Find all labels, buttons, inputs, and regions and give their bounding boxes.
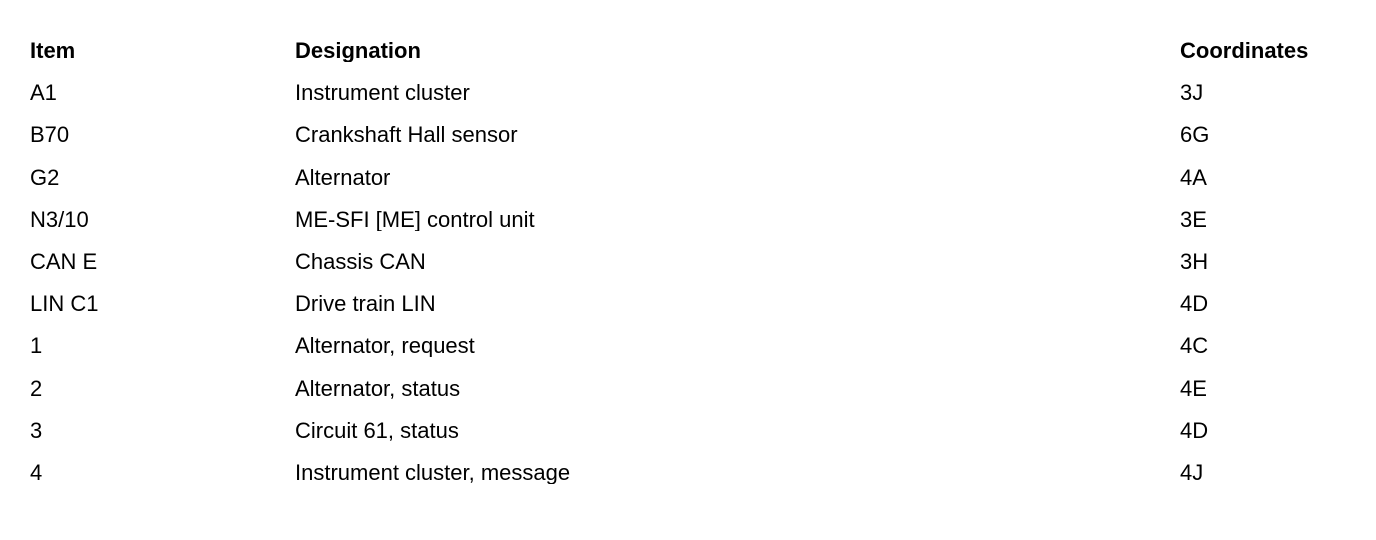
designation-text: Alternator, request [295, 335, 475, 358]
designation-text: Instrument cluster, message [295, 461, 571, 484]
designation-text: Chassis CAN [295, 251, 426, 274]
table-row: B70 Crankshaft Hall sensor 6G [30, 114, 1376, 156]
table-body: A1 Instrument cluster 3J B70 Crankshaft … [30, 72, 1376, 494]
item-link[interactable]: 2 [30, 377, 43, 400]
item-cell: CAN E [30, 251, 295, 273]
column-header-coordinates: Coordinates [1180, 40, 1309, 63]
item-cell: A1 [30, 82, 295, 104]
item-cell: LIN C1 [30, 293, 295, 315]
designation-text: Drive train LIN [295, 293, 436, 316]
item-cell: G2 [30, 167, 295, 189]
item-cell: 3 [30, 420, 295, 442]
coordinates-text: 4C [1180, 335, 1209, 358]
item-link[interactable]: 3 [30, 419, 43, 442]
item-link[interactable]: CAN E [30, 251, 98, 274]
table-row: 1 Alternator, request 4C [30, 325, 1376, 367]
designation-text: Alternator, status [295, 377, 461, 400]
item-link[interactable]: 4 [30, 461, 43, 484]
coordinates-text: 4D [1180, 419, 1209, 442]
coordinates-text: 3E [1180, 208, 1207, 231]
item-link[interactable]: N3/10 [30, 208, 89, 231]
item-cell: 4 [30, 462, 295, 484]
table-header-row: Item Designation Coordinates [30, 30, 1376, 72]
table-row: LIN C1 Drive train LIN 4D [30, 283, 1376, 325]
item-link[interactable]: A1 [30, 82, 57, 105]
coordinates-text: 6G [1180, 124, 1210, 147]
coordinates-text: 4E [1180, 377, 1207, 400]
table-row: 2 Alternator, status 4E [30, 368, 1376, 410]
coordinates-text: 4A [1180, 166, 1207, 189]
designation-text: Alternator [295, 166, 391, 189]
designation-text: Circuit 61, status [295, 419, 459, 442]
item-link[interactable]: 1 [30, 335, 43, 358]
item-link[interactable]: B70 [30, 124, 70, 147]
designation-text: Instrument cluster [295, 82, 470, 105]
item-cell: 2 [30, 378, 295, 400]
column-header-item: Item [30, 40, 76, 63]
table-row: N3/10 ME-SFI [ME] control unit 3E [30, 199, 1376, 241]
designation-text: ME-SFI [ME] control unit [295, 208, 535, 231]
component-legend-table: Item Designation Coordinates A1 Instrume… [30, 30, 1376, 494]
designation-text: Crankshaft Hall sensor [295, 124, 518, 147]
item-cell: 1 [30, 335, 295, 357]
table-row: 3 Circuit 61, status 4D [30, 410, 1376, 452]
coordinates-text: 3H [1180, 251, 1209, 274]
item-link[interactable]: G2 [30, 166, 60, 189]
table-row: G2 Alternator 4A [30, 157, 1376, 199]
item-cell: N3/10 [30, 209, 295, 231]
item-cell: B70 [30, 124, 295, 146]
table-row: A1 Instrument cluster 3J [30, 72, 1376, 114]
coordinates-text: 3J [1180, 82, 1204, 105]
item-link[interactable]: LIN C1 [30, 293, 99, 316]
column-header-designation: Designation [295, 40, 421, 63]
coordinates-text: 4D [1180, 293, 1209, 316]
table-row: CAN E Chassis CAN 3H [30, 241, 1376, 283]
table-row: 4 Instrument cluster, message 4J [30, 452, 1376, 494]
coordinates-text: 4J [1180, 461, 1204, 484]
